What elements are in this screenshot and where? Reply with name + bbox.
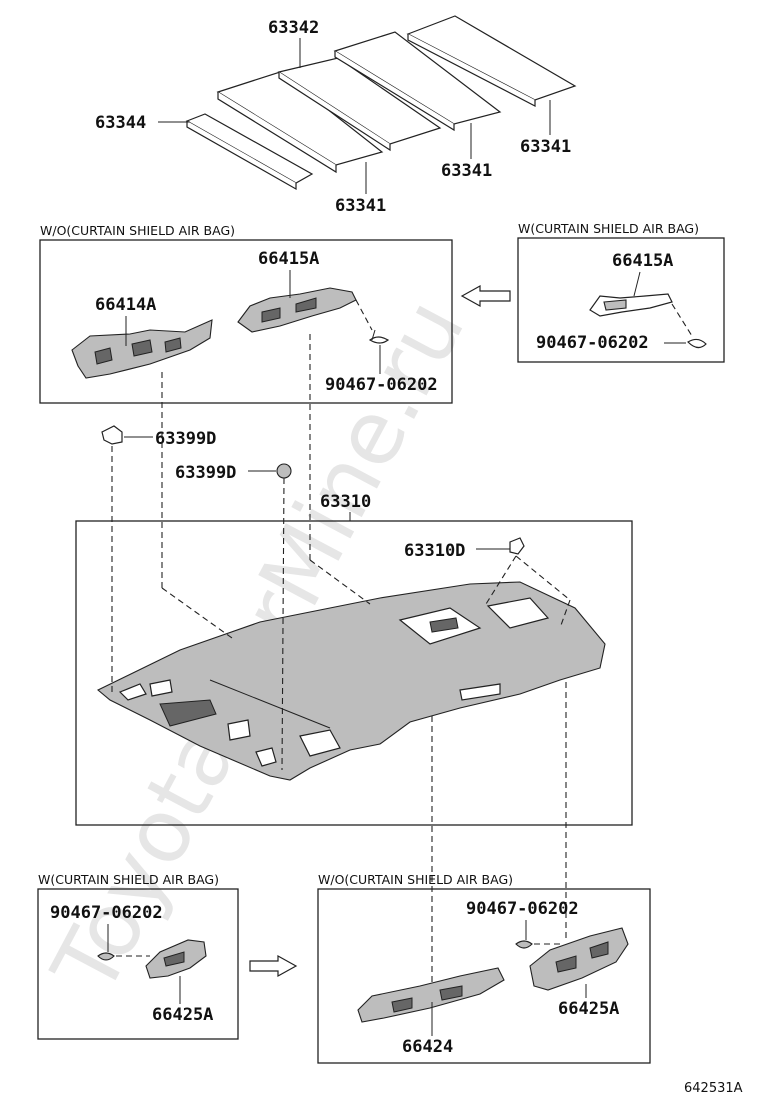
clip-90467-top-left[interactable] — [368, 329, 390, 344]
label-63341-middle: 63341 — [441, 161, 492, 181]
label-63341-front: 63341 — [335, 196, 386, 216]
headliner-63310[interactable] — [96, 581, 606, 781]
part-66424[interactable] — [357, 967, 505, 1023]
arrow-bottom — [249, 954, 298, 978]
part-66415A-left[interactable] — [237, 287, 357, 333]
label-63342: 63342 — [268, 18, 319, 38]
part-63399D-b[interactable] — [276, 463, 292, 479]
label-90467-bottom-left: 90467-06202 — [50, 903, 163, 923]
label-66425A-left: 66425A — [152, 1005, 213, 1025]
header-bottom-right: W/O(CURTAIN SHIELD AIR BAG) — [318, 872, 513, 887]
label-90467-bottom-right: 90467-06202 — [466, 899, 579, 919]
roof-pad-63342[interactable] — [277, 57, 442, 152]
label-66415A-left: 66415A — [258, 249, 319, 269]
clip-90467-top-right[interactable] — [687, 338, 707, 349]
clip-90467-bottom-left[interactable] — [97, 952, 150, 961]
part-63310D[interactable] — [509, 537, 525, 555]
label-63399D-a: 63399D — [155, 429, 216, 449]
part-66425A-right[interactable] — [529, 927, 629, 991]
box-bottom-right — [317, 888, 651, 1064]
label-66425A-right: 66425A — [558, 999, 619, 1019]
label-63344: 63344 — [95, 113, 146, 133]
box-top-left — [39, 239, 453, 404]
label-63310: 63310 — [320, 492, 371, 512]
roof-pad-63341-front[interactable] — [216, 71, 384, 174]
label-66414A: 66414A — [95, 295, 156, 315]
label-63399D-b: 63399D — [175, 463, 236, 483]
label-90467-top-right: 90467-06202 — [536, 333, 649, 353]
label-63341-rear: 63341 — [520, 137, 571, 157]
part-63399D-a[interactable] — [101, 425, 123, 445]
part-66415A-right[interactable] — [589, 293, 673, 317]
diagram-code: 642531A — [684, 1081, 743, 1096]
arrow-top — [460, 284, 511, 308]
part-66414A[interactable] — [71, 319, 213, 379]
label-63310D: 63310D — [404, 541, 465, 561]
header-bottom-left: W(CURTAIN SHIELD AIR BAG) — [38, 872, 219, 887]
label-66424: 66424 — [402, 1037, 453, 1057]
box-headliner — [75, 520, 633, 826]
roof-pad-group — [185, 15, 577, 191]
roof-pad-63344[interactable] — [185, 113, 314, 191]
roof-pad-63341-middle[interactable] — [333, 31, 502, 132]
label-66415A-right: 66415A — [612, 251, 673, 271]
part-66425A-left[interactable] — [145, 939, 207, 979]
box-top-right — [517, 237, 725, 363]
header-top-left: W/O(CURTAIN SHIELD AIR BAG) — [40, 223, 235, 238]
label-90467-top-left: 90467-06202 — [325, 375, 438, 395]
box-bottom-left — [37, 888, 239, 1040]
clip-90467-bottom-right[interactable] — [515, 940, 564, 949]
roof-pad-63341-rear[interactable] — [406, 15, 577, 107]
header-top-right: W(CURTAIN SHIELD AIR BAG) — [518, 221, 699, 236]
